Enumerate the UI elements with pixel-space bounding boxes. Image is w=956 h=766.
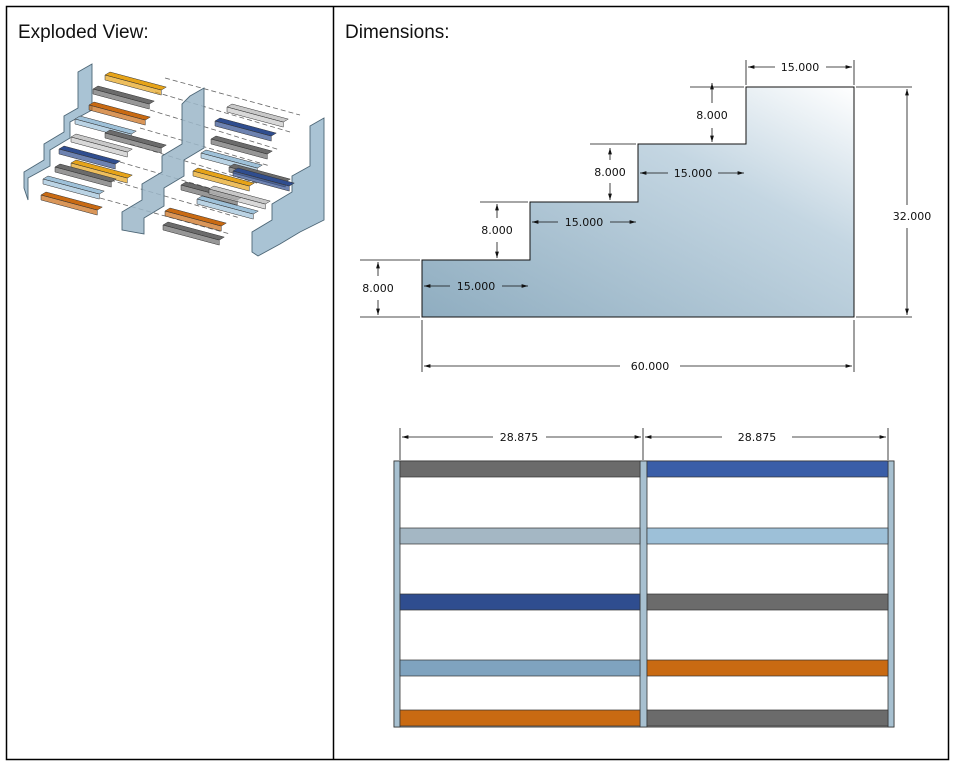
exploded-bar-side-11 — [40, 194, 98, 216]
exploded-bar-side-13 — [214, 120, 272, 142]
exploded-bar-side-9 — [54, 166, 112, 188]
dim-step3-height: 8.000 — [481, 224, 513, 237]
exploded-view-title: Exploded View: — [18, 22, 149, 43]
exploded-bar-side-19 — [196, 198, 254, 220]
plan-bar-row-4-right — [646, 659, 889, 677]
dim-total-width: 60.000 — [631, 360, 670, 373]
exploded-bar-side-6 — [70, 136, 128, 158]
exploded-bar-side-20 — [164, 210, 222, 232]
plan-bar-row-2-left — [399, 527, 641, 545]
exploded-bar-side-17 — [192, 170, 250, 192]
dim-top-step-width: 15.000 — [781, 61, 820, 74]
plan-bar-row-5-left — [399, 709, 641, 727]
middle-divider-panel — [121, 87, 205, 235]
dim-right-span: 28.875 — [738, 431, 777, 444]
exploded-bar-side-7 — [58, 148, 116, 170]
dim-step4-width: 15.000 — [457, 280, 496, 293]
plan-left-post — [393, 460, 401, 728]
dim-step4-height: 8.000 — [362, 282, 394, 295]
dimensions-title: Dimensions: — [345, 22, 450, 43]
dim-total-height: 32.000 — [893, 210, 932, 223]
dim-step2-width: 15.000 — [674, 167, 713, 180]
exploded-bar-side-12 — [226, 106, 284, 128]
exploded-bar-side-14 — [210, 138, 268, 160]
plan-bar-row-5-right — [646, 709, 889, 727]
exploded-bar-side-21 — [162, 224, 220, 246]
plan-middle-post — [639, 460, 648, 728]
exploded-view — [23, 63, 325, 257]
dim-left-span: 28.875 — [500, 431, 539, 444]
exploded-bar-side-3 — [88, 104, 146, 126]
plan-bar-row-3-right — [646, 593, 889, 611]
plan-drawing: 28.875 28.875 — [393, 428, 895, 728]
outer-border — [5, 5, 950, 761]
plan-right-post — [887, 460, 895, 728]
plan-bar-row-2-right — [646, 527, 889, 545]
exploded-bar-side-10 — [42, 178, 100, 200]
plan-bar-row-1-left — [399, 460, 641, 478]
profile-drawing: 15.000 8.000 15.000 8.000 15.000 8.000 1… — [360, 60, 931, 373]
dim-step3-width: 15.000 — [565, 216, 604, 229]
exploded-bar-side-23 — [208, 188, 266, 210]
plan-bar-row-4-left — [399, 659, 641, 677]
exploded-bar-side-2 — [92, 88, 150, 110]
stepped-profile — [421, 86, 855, 318]
exploded-bar-side-5 — [104, 132, 162, 154]
plan-bar-row-3-left — [399, 593, 641, 611]
dim-step2-height: 8.000 — [594, 166, 626, 179]
plan-bar-row-1-right — [646, 460, 889, 478]
exploded-bar-side-1 — [104, 74, 162, 96]
dim-top-step-height: 8.000 — [696, 109, 728, 122]
exploded-bar-side-22 — [232, 170, 290, 192]
right-side-panel — [251, 117, 325, 257]
